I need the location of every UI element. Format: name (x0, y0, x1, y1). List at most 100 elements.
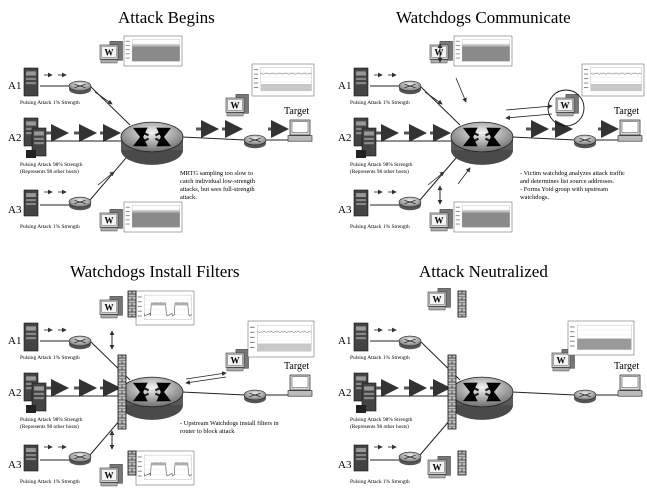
panel-4-host-a1: A1 (338, 335, 352, 347)
panel-3-host-a2: A2 (8, 387, 22, 399)
watchdog-letter: W (433, 294, 442, 304)
watchdog-icon: W (427, 288, 451, 311)
router-icon (573, 389, 597, 404)
panel-1-note-line: attack. (180, 194, 197, 201)
panel-1-target-label: Target (284, 106, 310, 117)
router-icon (68, 451, 92, 466)
router-icon (398, 335, 422, 350)
mrtg-graph-icon (247, 320, 315, 358)
panel-2-host-a1: A1 (338, 80, 352, 92)
watchdog-letter: W (105, 47, 114, 57)
attacker-monitor-icon (26, 150, 36, 158)
watchdog-letter: W (105, 470, 114, 480)
target-computer-icon (287, 374, 313, 397)
panel-2-label-a2-represents: (Represents 98 other hosts) (350, 169, 409, 175)
watchdog-letter: W (435, 215, 444, 225)
watchdog-letter: W (557, 355, 566, 365)
target-computer-icon (617, 119, 643, 142)
watchdog-icon: W (99, 296, 123, 319)
panel-1-label-a2-strength: Pulsing Attack 98% Strength (20, 162, 83, 168)
panel-3-title: Watchdogs Install Filters (70, 262, 240, 281)
filter-install-arrow (185, 376, 227, 385)
panel-2-note-line: - Victim watchdog analyzes attack traffi… (520, 170, 625, 177)
watchdog-icon: W (427, 456, 451, 479)
panel-2-title: Watchdogs Communicate (396, 8, 571, 27)
panel-4-title: Attack Neutralized (419, 262, 548, 281)
mrtg-graph-icon (123, 201, 183, 233)
router-icon (573, 134, 597, 149)
panel-1-host-a2: A2 (8, 132, 22, 144)
panel-4-label-a1: Pulsing Attack 1% Strength (350, 355, 410, 361)
router-icon (398, 451, 422, 466)
panel-3-label-a1: Pulsing Attack 1% Strength (20, 355, 80, 361)
link-core-edge (181, 136, 246, 141)
watchdog-icon: W (99, 464, 123, 487)
router-icon (68, 335, 92, 350)
watchdog-letter: W (433, 462, 442, 472)
panel-1: W W W (23, 35, 315, 233)
panel-3-label-a2-strength: Pulsing Attack 98% Strength (20, 417, 83, 423)
watchdog-icon: W (225, 349, 249, 372)
router-icon (243, 389, 267, 404)
panel-1-host-a3: A3 (8, 204, 22, 216)
attacker-server-icon (23, 67, 39, 97)
watchdog-icon: W (99, 209, 123, 232)
attacker-monitor-icon (356, 150, 366, 158)
mrtg-graph-icon (251, 63, 315, 97)
watchdog-letter: W (561, 100, 570, 110)
attacker-server-icon (353, 444, 369, 472)
attacker-server-icon (23, 444, 39, 472)
watchdog-comm-arrow (457, 167, 471, 185)
panel-4-host-a2: A2 (338, 387, 352, 399)
panel-1-label-a1: Pulsing Attack 1% Strength (20, 100, 80, 106)
link-core-edge (181, 391, 246, 396)
router-icon (398, 196, 422, 211)
watchdog-comm-arrow (505, 113, 553, 121)
core-router-icon (450, 376, 514, 420)
firewall-icon (127, 450, 137, 476)
panel-1-title: Attack Begins (118, 8, 215, 27)
router-icon (398, 80, 422, 95)
attack-flow-arrow (97, 171, 115, 186)
mrtg-graph-icon (453, 35, 513, 67)
panel-4: W W W (353, 288, 643, 479)
watchdog-letter: W (231, 355, 240, 365)
firewall-icon (117, 354, 127, 430)
panel-2: W W W (353, 35, 645, 233)
filter-install-arrow (185, 371, 227, 380)
panel-4-label-a2-strength: Pulsing Attack 98% Strength (350, 417, 413, 423)
target-computer-icon (617, 374, 643, 397)
mrtg-graph-icon (453, 201, 513, 233)
watchdog-icon: W (429, 209, 453, 232)
attacker-monitor-icon (26, 405, 36, 413)
attacker-server-icon (361, 127, 377, 157)
mrtg-graph-icon (123, 35, 183, 67)
panel-2-host-a2: A2 (338, 132, 352, 144)
firewall-icon (457, 450, 467, 476)
mrtg-graph-icon (135, 290, 195, 326)
panel-2-label-a3: Pulsing Attack 1% Strength (350, 224, 410, 230)
router-icon (68, 80, 92, 95)
panel-4-target-label: Target (614, 361, 640, 372)
router-icon (68, 196, 92, 211)
core-router-icon (120, 376, 184, 420)
attacker-server-icon (23, 189, 39, 217)
attacker-server-icon (353, 322, 369, 352)
mrtg-graph-icon (581, 63, 645, 97)
panel-4-label-a2-represents: (Represents 98 other hosts) (350, 424, 409, 430)
panel-3-label-a2-represents: (Represents 98 other hosts) (20, 424, 79, 430)
watchdog-letter: W (105, 215, 114, 225)
link-core-edge (511, 136, 576, 141)
watchdog-letter: W (231, 100, 240, 110)
firewall-icon (127, 290, 137, 318)
mrtg-graph-icon (135, 450, 195, 486)
panel-2-note-line: and determines list source addresses. (520, 178, 615, 185)
link-core-edge (511, 391, 576, 396)
panel-2-host-a3: A3 (338, 204, 352, 216)
core-router-icon (120, 121, 184, 165)
panel-1-host-a1: A1 (8, 80, 22, 92)
watchdog-icon: W (429, 41, 453, 64)
attacker-monitor-icon (356, 405, 366, 413)
